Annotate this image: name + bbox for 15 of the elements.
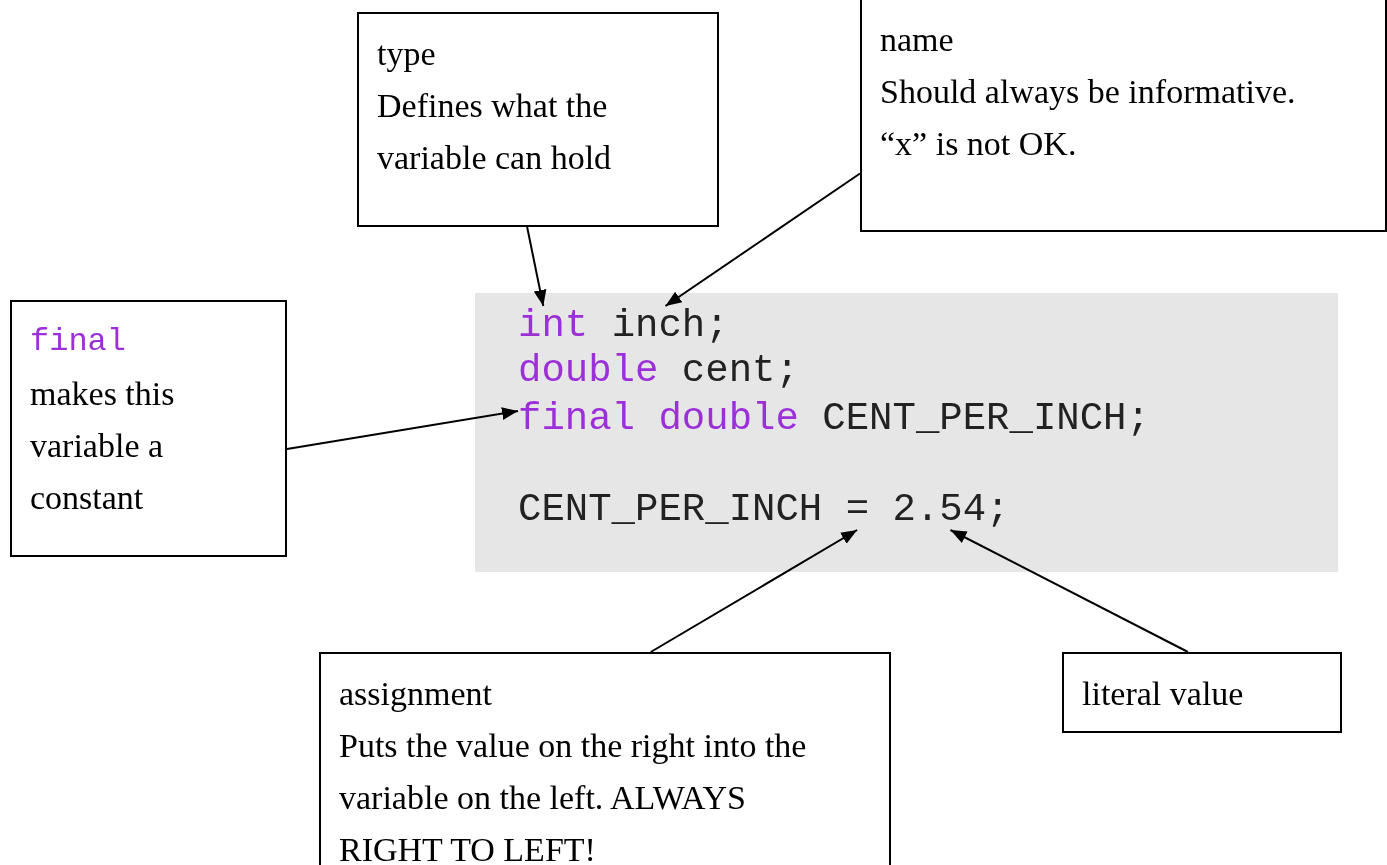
code-line: double cent;	[518, 351, 799, 391]
arrow	[664, 172, 861, 307]
code-line: int inch;	[518, 306, 729, 346]
arrow	[949, 529, 1189, 653]
arrow	[526, 226, 547, 307]
code-line: CENT_PER_INCH = 2.54;	[518, 490, 1010, 530]
note-box: name Should always be informative. “x” is not OK.	[860, 0, 1387, 232]
code-panel	[475, 293, 1338, 572]
note-box: assignment Puts the value on the right into the variable on the left. ALWAYS RIGHT TO LEFT!	[319, 652, 891, 865]
arrow	[286, 407, 519, 451]
note-box: final makes this variable a constant	[10, 300, 287, 557]
code-line: final double CENT_PER_INCH;	[518, 399, 1150, 439]
note-box: literal value	[1062, 652, 1342, 733]
arrow	[649, 529, 859, 653]
note-box: type Defines what the variable can hold	[357, 12, 719, 227]
